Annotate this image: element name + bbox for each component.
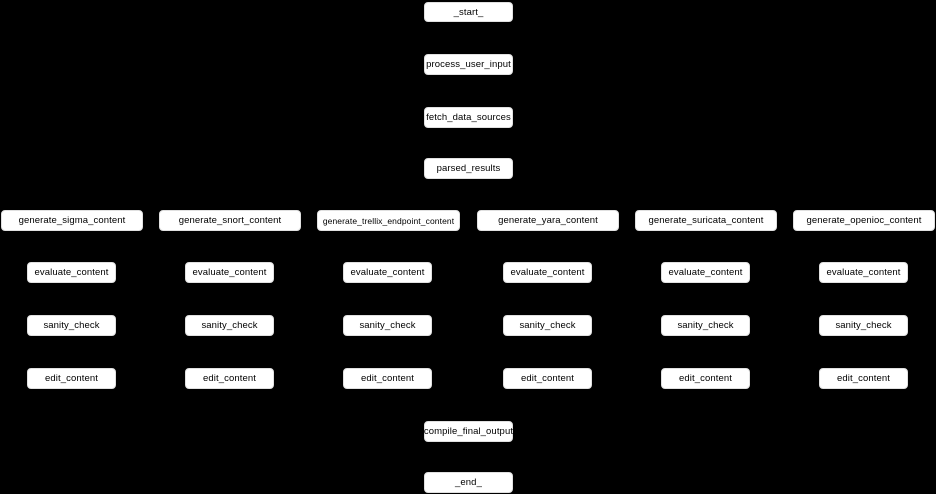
node-end: _end_ [424,472,513,493]
node-sanity-check-yara: sanity_check [503,315,592,336]
node-evaluate-content-yara: evaluate_content [503,262,592,283]
node-generate-openioc-content: generate_openioc_content [793,210,935,231]
node-evaluate-content-openioc: evaluate_content [819,262,908,283]
node-evaluate-content-trellix: evaluate_content [343,262,432,283]
node-sanity-check-sigma: sanity_check [27,315,116,336]
node-edit-content-openioc: edit_content [819,368,908,389]
node-sanity-check-openioc: sanity_check [819,315,908,336]
node-edit-content-snort: edit_content [185,368,274,389]
node-generate-yara-content: generate_yara_content [477,210,619,231]
node-edit-content-yara: edit_content [503,368,592,389]
node-generate-suricata-content: generate_suricata_content [635,210,777,231]
node-start: _start_ [424,2,513,22]
node-generate-trellix-endpoint-content: generate_trellix_endpoint_content [317,210,460,231]
node-edit-content-suricata: edit_content [661,368,750,389]
node-evaluate-content-snort: evaluate_content [185,262,274,283]
node-sanity-check-suricata: sanity_check [661,315,750,336]
node-generate-sigma-content: generate_sigma_content [1,210,143,231]
node-evaluate-content-sigma: evaluate_content [27,262,116,283]
node-process-user-input: process_user_input [424,54,513,75]
node-edit-content-sigma: edit_content [27,368,116,389]
node-generate-snort-content: generate_snort_content [159,210,301,231]
node-sanity-check-snort: sanity_check [185,315,274,336]
node-fetch-data-sources: fetch_data_sources [424,107,513,128]
node-edit-content-trellix: edit_content [343,368,432,389]
node-sanity-check-trellix: sanity_check [343,315,432,336]
node-compile-final-output: compile_final_output [424,421,513,442]
node-parsed-results: parsed_results [424,158,513,179]
node-evaluate-content-suricata: evaluate_content [661,262,750,283]
